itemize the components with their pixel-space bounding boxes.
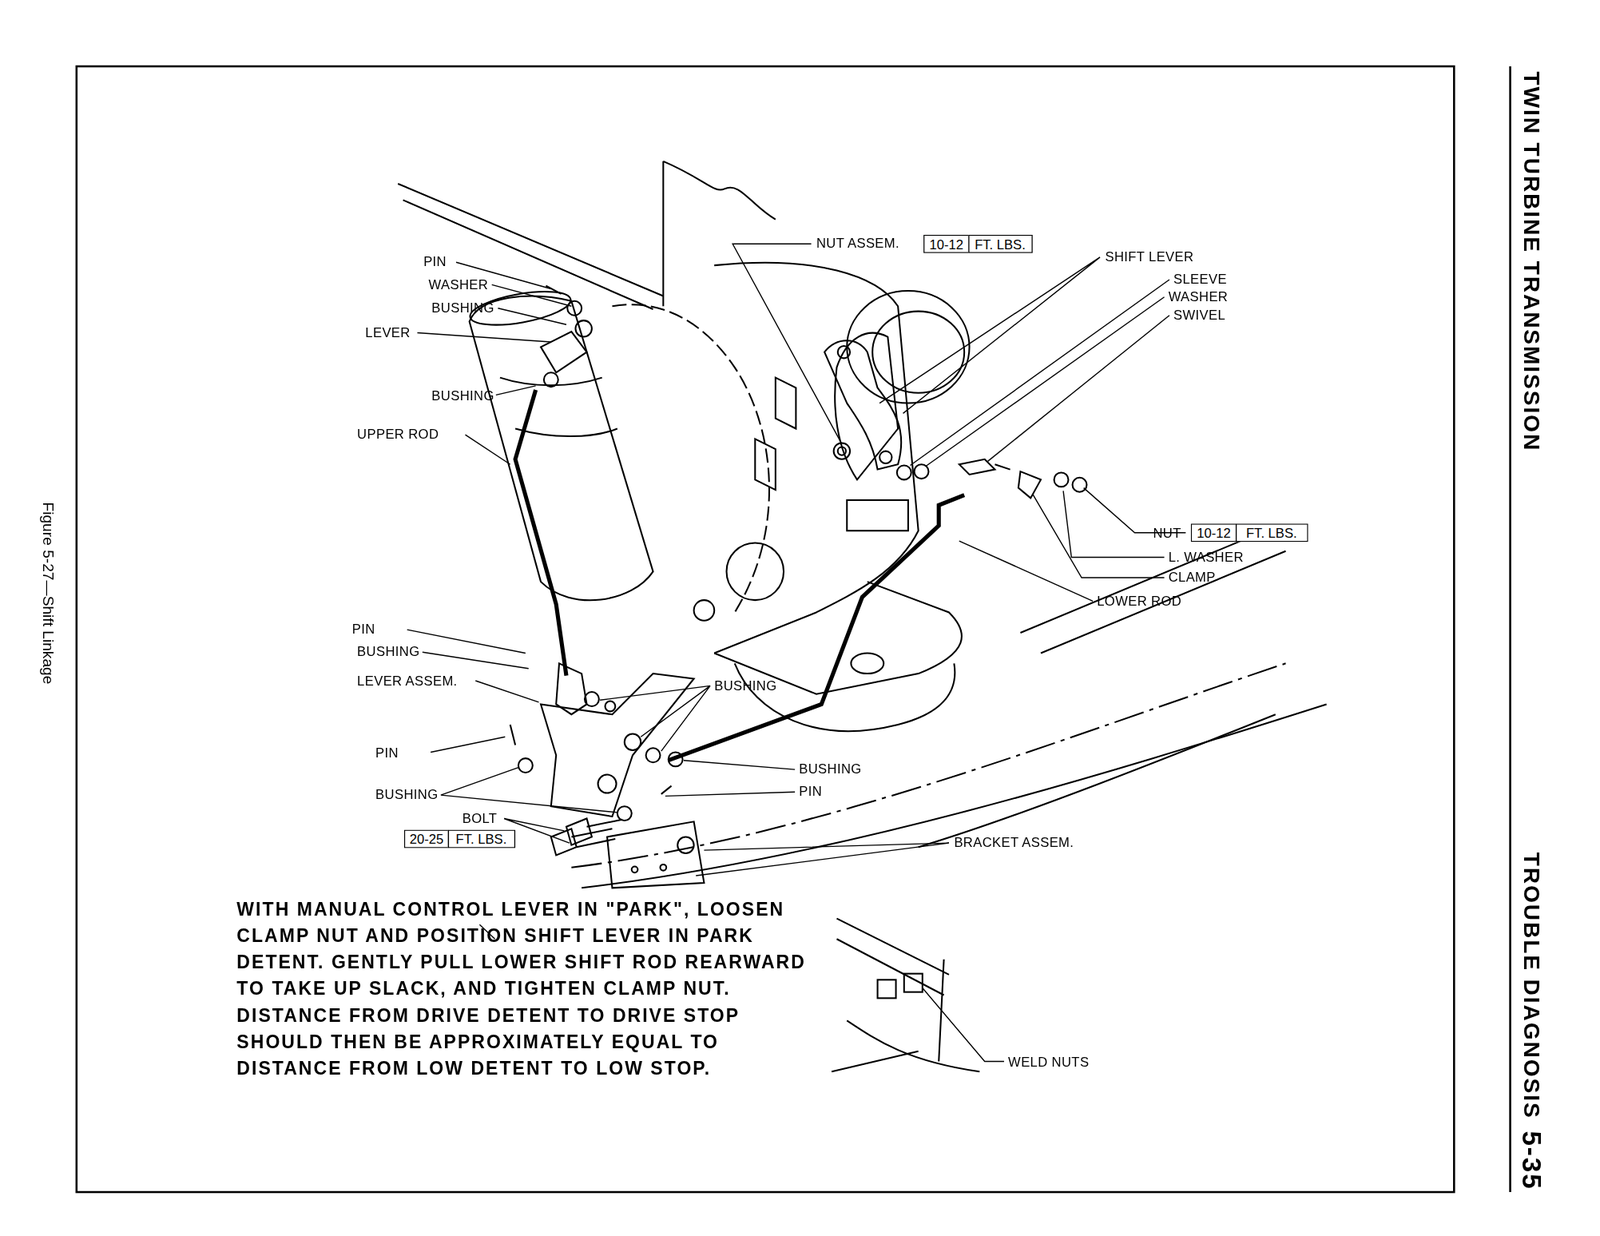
part-label: SLEEVE: [1173, 271, 1227, 287]
part-label: SWIVEL: [1173, 307, 1226, 323]
part-label: LOWER ROD: [1096, 592, 1182, 608]
torque-spec-box: FT. LBS.: [447, 829, 515, 849]
floor-panel: [397, 161, 1327, 889]
part-label: WELD NUTS: [1008, 1054, 1089, 1070]
section-header: TWIN TURBINE TRANSMISSION: [1519, 71, 1545, 452]
upper-lever: [540, 285, 592, 387]
part-label: NUT: [1152, 525, 1181, 541]
bracket: [551, 817, 705, 888]
torque-spec-box: FT. LBS.: [1234, 523, 1308, 542]
torque-value: FT. LBS.: [1246, 524, 1298, 540]
figure-caption: Figure 5-27—Shift Linkage: [39, 501, 58, 684]
torque-spec-box: 10-12: [1191, 523, 1237, 542]
column-tube: [467, 285, 653, 600]
part-label: PIN: [352, 621, 376, 637]
header-rule: [1508, 66, 1512, 1192]
part-label: NUT ASSEM.: [816, 235, 900, 251]
transmission-housing: [611, 262, 969, 731]
torque-value: FT. LBS.: [974, 236, 1026, 252]
part-label: PIN: [375, 745, 399, 761]
torque-spec-box: 20-25: [404, 829, 449, 849]
part-label: WASHER: [1168, 289, 1229, 305]
rods: [515, 389, 965, 761]
part-label: PIN: [423, 254, 447, 270]
part-label: UPPER ROD: [357, 426, 439, 442]
torque-spec-box: FT. LBS.: [968, 234, 1033, 254]
part-label: BRACKET ASSEM.: [953, 834, 1074, 850]
page-frame: [76, 66, 1455, 1192]
part-label: WASHER: [428, 276, 489, 292]
torque-value: FT. LBS.: [456, 830, 508, 846]
shift-lever: [824, 340, 1087, 498]
part-label: BUSHING: [714, 677, 777, 693]
torque-value: 10-12: [1196, 524, 1231, 540]
weld-nut-inset: [831, 918, 980, 1072]
part-label: SHIFT LEVER: [1104, 249, 1194, 265]
part-label: PIN: [798, 783, 822, 799]
page-number: 5-35: [1517, 1130, 1547, 1190]
part-label: BUSHING: [375, 786, 438, 802]
part-label: LEVER: [365, 324, 410, 340]
adjustment-note: WITH MANUAL CONTROL LEVER IN "PARK", LOO…: [236, 896, 824, 1082]
part-label: BUSHING: [431, 387, 494, 403]
torque-value: 20-25: [409, 830, 444, 846]
section-header: TROUBLE DIAGNOSIS: [1519, 852, 1545, 1120]
part-label: LEVER ASSEM.: [357, 673, 458, 689]
part-label: BUSHING: [431, 300, 494, 316]
part-label: BUSHING: [357, 643, 420, 660]
torque-spec-box: 10-12: [923, 234, 969, 254]
part-label: BOLT: [462, 809, 498, 826]
part-label: L. WASHER: [1168, 548, 1244, 564]
part-label: BUSHING: [798, 761, 862, 777]
torque-value: 10-12: [929, 236, 964, 252]
lever-assembly: [510, 663, 695, 821]
part-label: CLAMP: [1168, 569, 1216, 585]
